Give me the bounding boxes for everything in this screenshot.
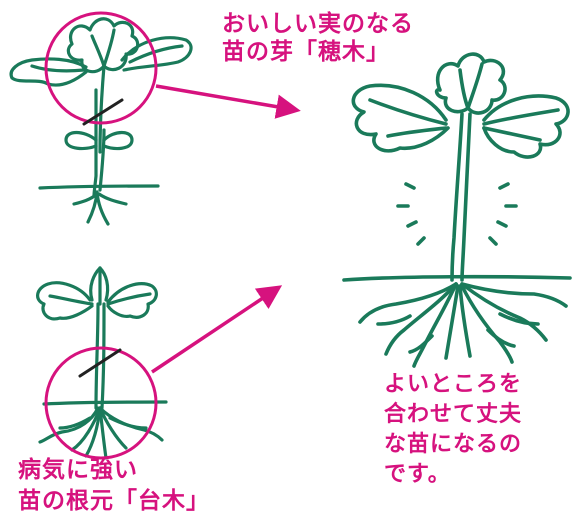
scion-label-line-1: おいしい実のなる [222, 11, 414, 37]
scion-seedling [9, 17, 193, 226]
result-label: よいところを 合わせて丈夫 な苗になるの です。 [384, 370, 522, 490]
grafted-plant [342, 52, 572, 368]
rootstock-label-line-1: 病気に強い [18, 457, 138, 483]
rootstock-seedling [36, 266, 168, 460]
rootstock-arrow [151, 285, 283, 374]
result-label-line-3: な苗になるの [384, 432, 523, 457]
scion-label-line-2: 苗の芽「穂木」 [222, 39, 390, 65]
result-label-line-4: です。 [384, 462, 451, 487]
rootstock-label: 病気に強い 苗の根元「台木」 [18, 455, 210, 517]
scion-arrow [155, 84, 301, 119]
result-label-line-2: 合わせて丈夫 [384, 402, 523, 427]
rootstock-highlight-circle [44, 346, 158, 460]
result-label-line-1: よいところを [384, 372, 523, 397]
scion-highlight-circle [44, 11, 158, 125]
scion-cut-mark [82, 98, 124, 126]
rootstock-label-line-2: 苗の根元「台木」 [18, 488, 210, 514]
scion-label: おいしい実のなる 苗の芽「穂木」 [222, 10, 414, 66]
rootstock-cut-mark [78, 348, 122, 378]
